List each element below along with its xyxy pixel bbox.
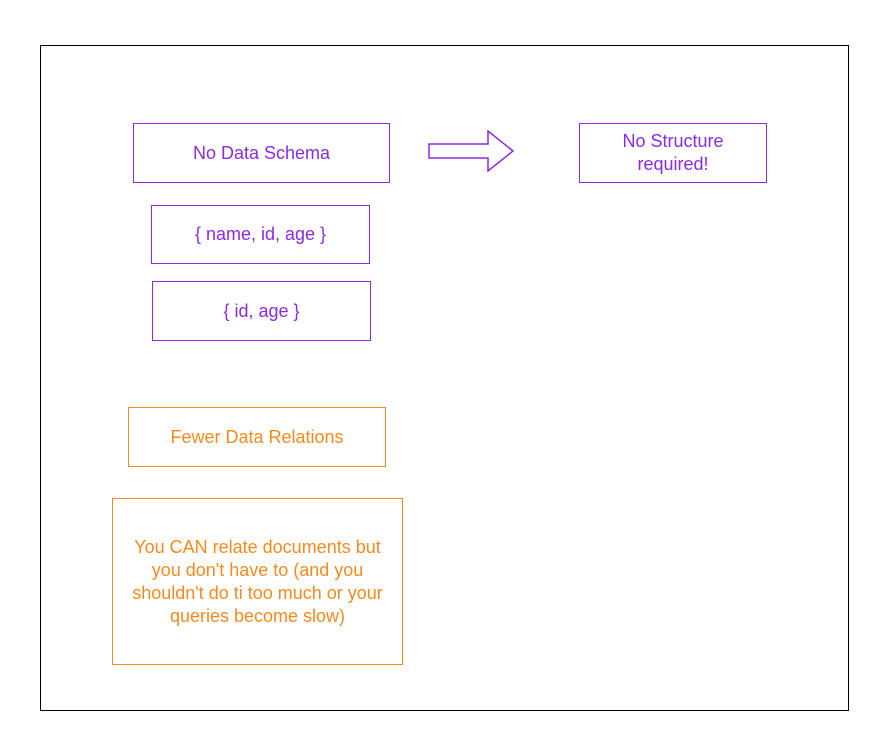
relations-note-label: You CAN relate documents but you don't h…	[132, 536, 383, 626]
right-arrow-icon	[428, 130, 515, 172]
document-schema-box-2: { id, age }	[152, 281, 371, 341]
no-data-schema-label: No Data Schema	[192, 142, 331, 163]
document-schema-label-2: { id, age }	[223, 300, 300, 321]
no-structure-label: No Structure required!	[622, 131, 724, 174]
document-schema-box-1: { name, id, age }	[151, 205, 370, 264]
fewer-relations-label: Fewer Data Relations	[170, 426, 344, 447]
no-data-schema-box: No Data Schema	[133, 123, 390, 183]
fewer-relations-box: Fewer Data Relations	[128, 407, 386, 467]
diagram-frame	[40, 45, 849, 711]
no-structure-box: No Structure required!	[579, 123, 767, 183]
document-schema-label-1: { name, id, age }	[194, 224, 327, 244]
relations-note-box: You CAN relate documents but you don't h…	[112, 498, 403, 665]
